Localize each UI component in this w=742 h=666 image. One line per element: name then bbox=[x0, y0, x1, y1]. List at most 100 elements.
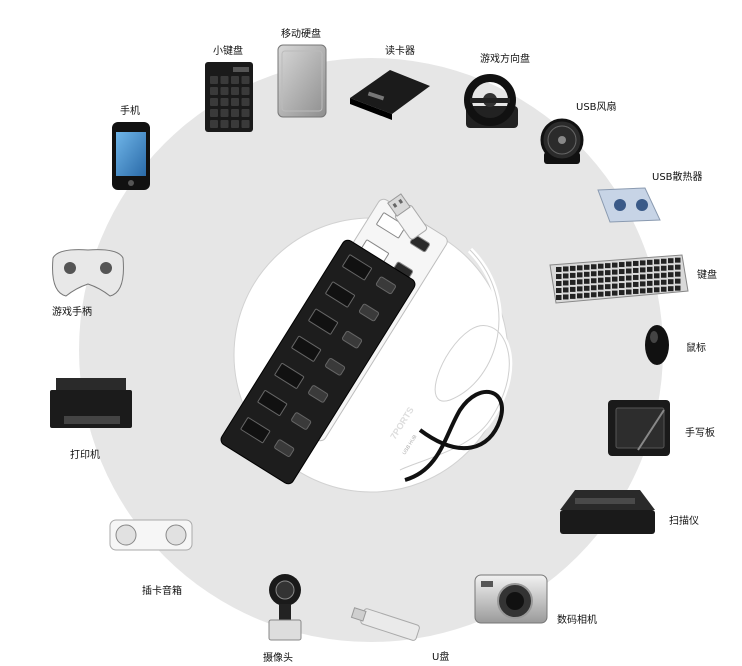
keypad-key bbox=[231, 109, 239, 117]
usb-port bbox=[274, 362, 305, 389]
keyboard-key bbox=[626, 261, 632, 267]
keypad-key bbox=[210, 87, 218, 95]
keyboard-icon bbox=[549, 254, 689, 304]
keyboard-key bbox=[570, 272, 576, 278]
keyboard-key bbox=[598, 270, 604, 276]
usb-port bbox=[308, 308, 339, 335]
keyboard-key bbox=[633, 274, 639, 280]
keypad-key bbox=[220, 87, 229, 95]
label-cooler: USB散热器 bbox=[652, 170, 703, 183]
label-fan: USB风扇 bbox=[576, 100, 617, 113]
keyboard-key bbox=[563, 287, 569, 293]
keypad-key bbox=[220, 76, 229, 84]
keypad-key bbox=[231, 98, 239, 106]
label-mouse: 鼠标 bbox=[686, 341, 706, 354]
keyboard-key bbox=[661, 258, 667, 264]
keyboard-key bbox=[570, 279, 576, 285]
keyboard-key bbox=[563, 294, 569, 300]
keypad-key bbox=[241, 76, 250, 84]
keyboard-key bbox=[605, 291, 611, 297]
keyboard-key bbox=[570, 265, 576, 271]
keyboard-key bbox=[556, 295, 562, 300]
keyboard-key bbox=[556, 274, 562, 279]
keyboard-key bbox=[577, 265, 583, 271]
port-switch bbox=[308, 385, 329, 403]
keyboard-key bbox=[619, 290, 625, 296]
keyboard-key bbox=[591, 271, 597, 277]
card-reader-icon bbox=[350, 70, 430, 120]
keyboard-key bbox=[591, 278, 597, 284]
label-keypad: 小键盘 bbox=[213, 44, 243, 57]
label-tablet: 手写板 bbox=[685, 426, 715, 439]
usb-port bbox=[240, 417, 271, 444]
keyboard-key bbox=[661, 279, 667, 285]
keyboard-key bbox=[633, 288, 639, 294]
keyboard-key bbox=[668, 265, 674, 271]
keyboard-key bbox=[605, 277, 611, 283]
keyboard-key bbox=[675, 271, 681, 277]
keyboard-key bbox=[584, 292, 590, 298]
keypad-key bbox=[220, 109, 229, 117]
keyboard-key bbox=[647, 280, 653, 286]
keyboard-key bbox=[570, 286, 576, 292]
keypad-key bbox=[241, 109, 250, 117]
keyboard-key bbox=[591, 264, 597, 270]
keyboard-key bbox=[633, 260, 639, 266]
keypad-key bbox=[231, 120, 239, 128]
keypad-key bbox=[210, 109, 218, 117]
keyboard-key bbox=[626, 282, 632, 288]
keyboard-key bbox=[563, 280, 569, 286]
keyboard-key bbox=[626, 275, 632, 281]
keyboard-key bbox=[612, 290, 618, 296]
scanner-icon bbox=[560, 490, 655, 534]
keyboard-key bbox=[640, 281, 646, 287]
usb-flash-drive-icon bbox=[350, 607, 420, 641]
keyboard-key bbox=[668, 258, 674, 264]
card-speaker-icon bbox=[109, 519, 193, 551]
keyboard-key bbox=[584, 285, 590, 291]
keyboard-key bbox=[619, 283, 625, 289]
keyboard-key bbox=[626, 289, 632, 295]
keypad-key bbox=[231, 87, 239, 95]
keyboard-key bbox=[605, 263, 611, 269]
label-camera: 数码相机 bbox=[557, 613, 597, 626]
keyboard-key bbox=[619, 269, 625, 275]
keypad-key bbox=[210, 76, 218, 84]
keyboard-key bbox=[668, 272, 674, 278]
keyboard-key bbox=[654, 266, 660, 272]
keyboard-key bbox=[640, 288, 646, 294]
label-webcam: 摄像头 bbox=[263, 651, 293, 664]
keyboard-key bbox=[619, 262, 625, 268]
port-switch bbox=[375, 276, 396, 295]
port-switch bbox=[341, 330, 363, 349]
usb-hub-icon: 7PORTS USB HUB bbox=[220, 193, 513, 485]
keyboard-key bbox=[584, 264, 590, 270]
label-wheel: 游戏方向盘 bbox=[480, 52, 530, 65]
keyboard-key bbox=[661, 272, 667, 278]
usb-port bbox=[376, 212, 406, 239]
steering-wheel-icon bbox=[464, 74, 518, 128]
keyboard-key bbox=[577, 279, 583, 285]
keyboard-key bbox=[591, 285, 597, 291]
keyboard-key bbox=[675, 278, 681, 284]
keyboard-key bbox=[654, 259, 660, 265]
gamepad-icon bbox=[52, 249, 124, 297]
keyboard-key bbox=[661, 286, 667, 292]
label-keyboard: 键盘 bbox=[697, 268, 717, 281]
keypad-key bbox=[220, 98, 229, 106]
keyboard-key bbox=[563, 273, 569, 279]
label-phone: 手机 bbox=[120, 104, 140, 117]
keyboard-key bbox=[598, 263, 604, 269]
keyboard-key bbox=[570, 293, 576, 299]
port-switch bbox=[358, 303, 380, 322]
keyboard-key bbox=[556, 281, 562, 286]
keyboard-key bbox=[661, 265, 667, 271]
usb-cooling-pad-icon bbox=[597, 187, 661, 223]
mobile-phone-icon bbox=[112, 122, 150, 190]
keyboard-key bbox=[640, 260, 646, 266]
keyboard-key bbox=[675, 285, 681, 291]
keyboard-key bbox=[654, 273, 660, 279]
usb-fan-icon bbox=[540, 118, 584, 164]
keypad-key bbox=[220, 120, 229, 128]
